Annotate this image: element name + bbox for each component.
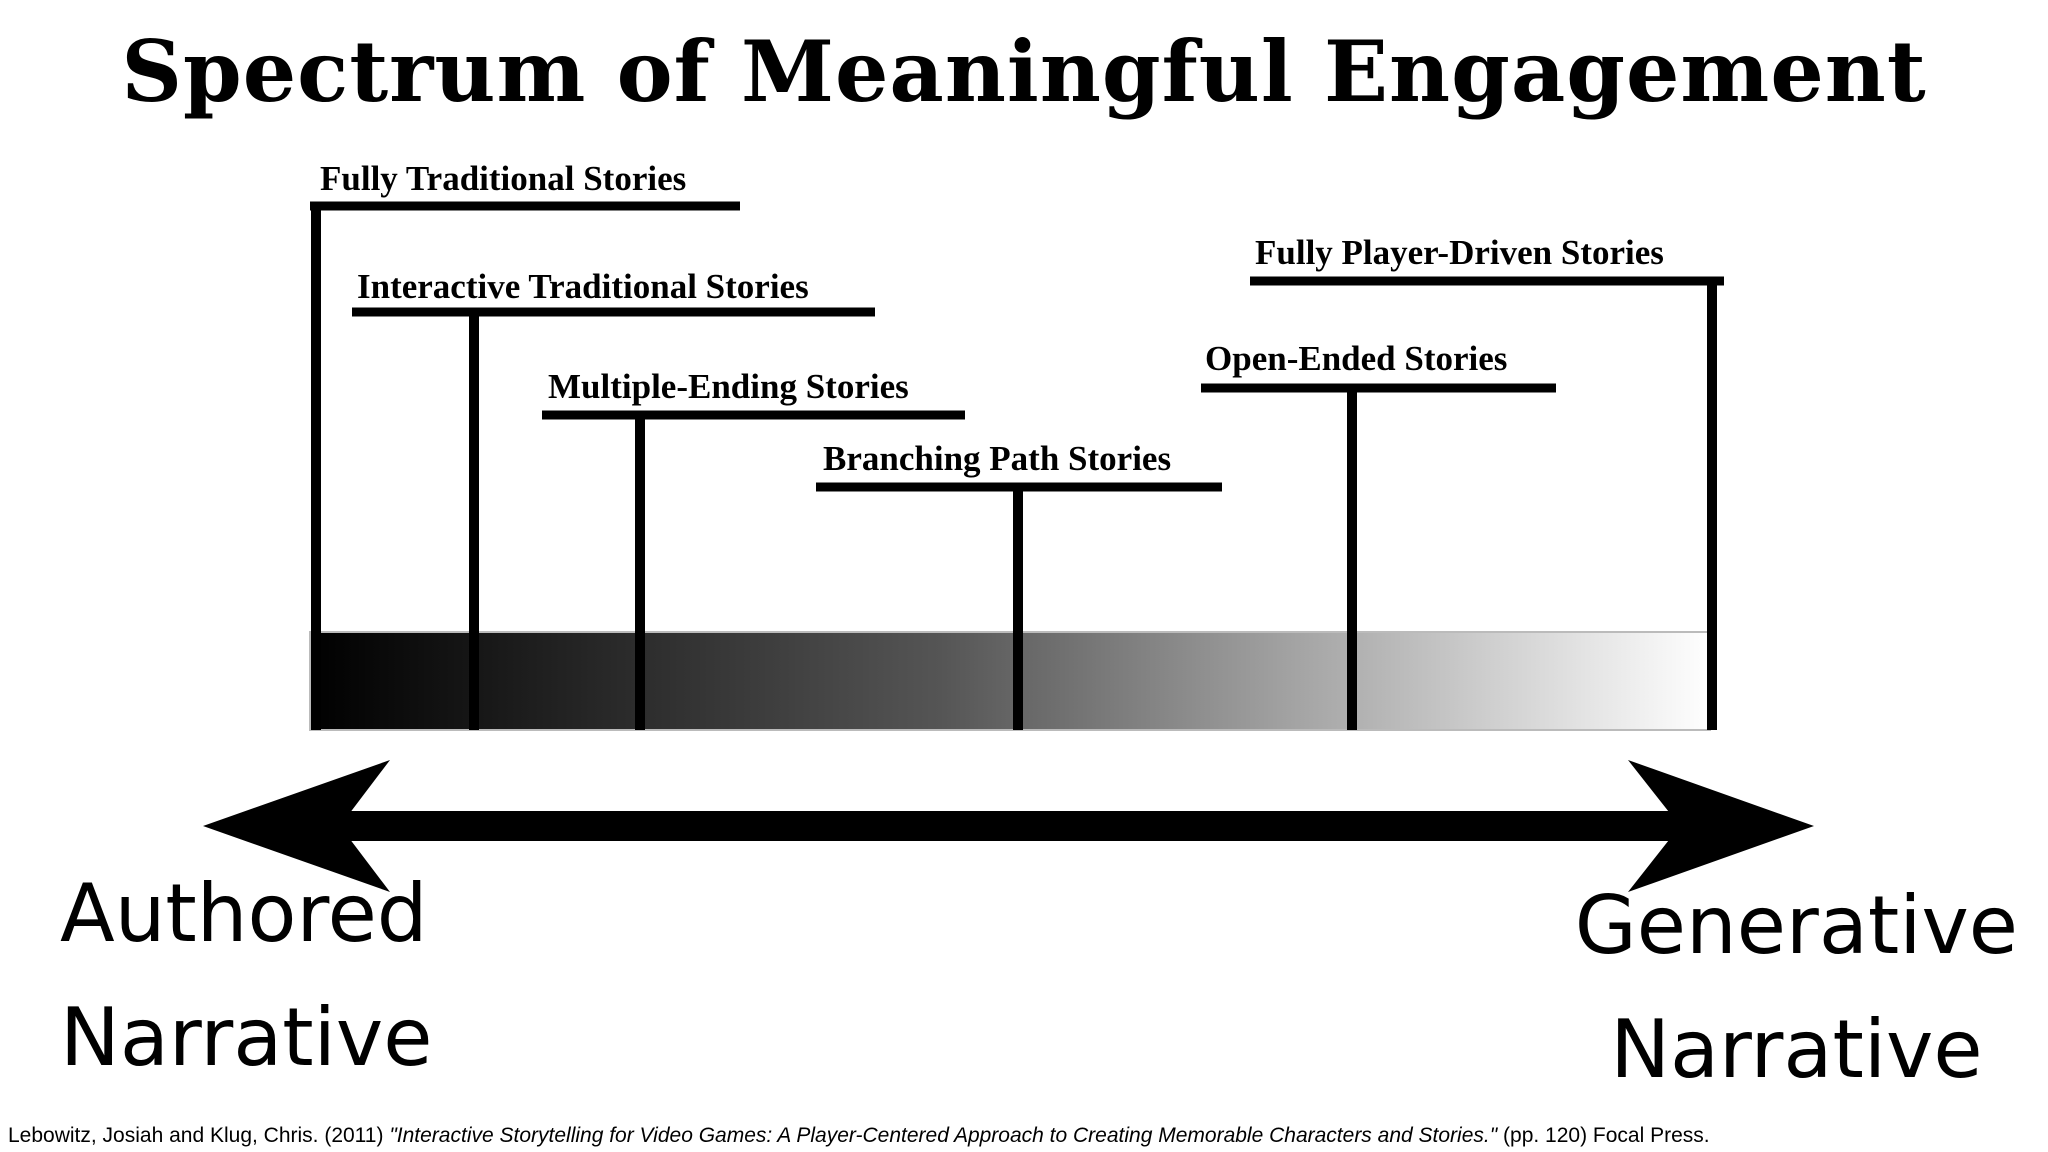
story-label: Fully Player-Driven Stories	[1255, 233, 1664, 272]
story-label: Fully Traditional Stories	[320, 159, 686, 198]
end-label-line: Authored	[60, 867, 428, 960]
story-bracket: Open-Ended Stories	[1201, 339, 1556, 730]
right-arrowhead-icon	[1628, 760, 1814, 892]
page-title: Spectrum of Meaningful Engagement	[121, 22, 1927, 121]
citation: Lebowitz, Josiah and Klug, Chris. (2011)…	[8, 1124, 1710, 1148]
story-bracket: Fully Player-Driven Stories	[1250, 233, 1724, 730]
generative-narrative-label: Generative Narrative	[1575, 864, 2018, 1112]
story-bracket: Branching Path Stories	[816, 439, 1222, 730]
citation-work: "Interactive Storytelling for Video Game…	[389, 1124, 1498, 1147]
authored-narrative-label: Authored Narrative	[60, 852, 432, 1100]
citation-tail: (pp. 120) Focal Press.	[1503, 1124, 1710, 1147]
end-label-line: Narrative	[1610, 1003, 1983, 1096]
story-label: Multiple-Ending Stories	[548, 367, 909, 406]
left-arrowhead-icon	[203, 760, 390, 892]
spectrum-gradient-bar	[309, 631, 1711, 731]
end-label-line: Narrative	[60, 991, 433, 1084]
story-bracket: Interactive Traditional Stories	[352, 267, 875, 730]
story-bracket: Multiple-Ending Stories	[542, 367, 965, 730]
end-label-line: Generative	[1574, 879, 2018, 972]
double-arrow	[203, 760, 1814, 892]
story-label: Interactive Traditional Stories	[357, 267, 809, 306]
story-label: Open-Ended Stories	[1205, 339, 1507, 378]
citation-authors: Lebowitz, Josiah and Klug, Chris. (2011)	[8, 1124, 384, 1147]
story-bracket: Fully Traditional Stories	[310, 159, 740, 730]
story-label: Branching Path Stories	[823, 439, 1171, 478]
